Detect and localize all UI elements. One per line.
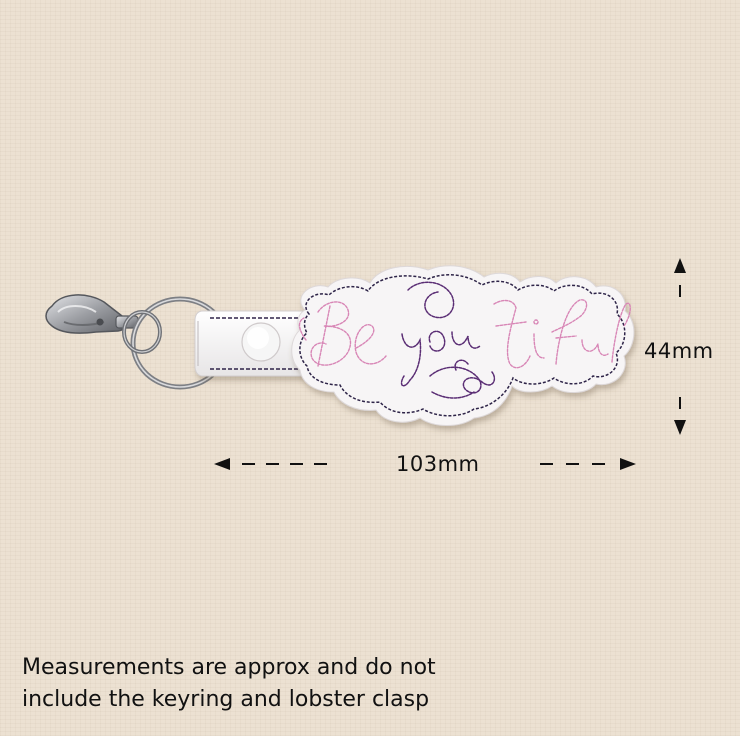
width-label: 103mm <box>396 452 480 476</box>
height-indicator <box>674 258 686 435</box>
disclaimer-line-1: Measurements are approx and do not <box>22 655 436 680</box>
snap-button <box>241 322 281 362</box>
arrow-up-down-icon <box>674 258 686 435</box>
arrow-left-right-icon <box>214 458 636 470</box>
height-label: 44mm <box>644 339 714 363</box>
embroidery-tiful <box>493 299 631 369</box>
outline-stitch <box>299 273 626 417</box>
width-indicator <box>214 458 636 470</box>
embroidery-you <box>400 281 496 399</box>
lobster-clasp <box>45 294 139 334</box>
embroidery-be <box>298 301 387 367</box>
keyfob-body <box>291 265 635 426</box>
disclaimer-line-2: include the keyring and lobster clasp <box>22 687 430 712</box>
measurement-disclaimer: Measurements are approx and do not inclu… <box>22 652 436 716</box>
